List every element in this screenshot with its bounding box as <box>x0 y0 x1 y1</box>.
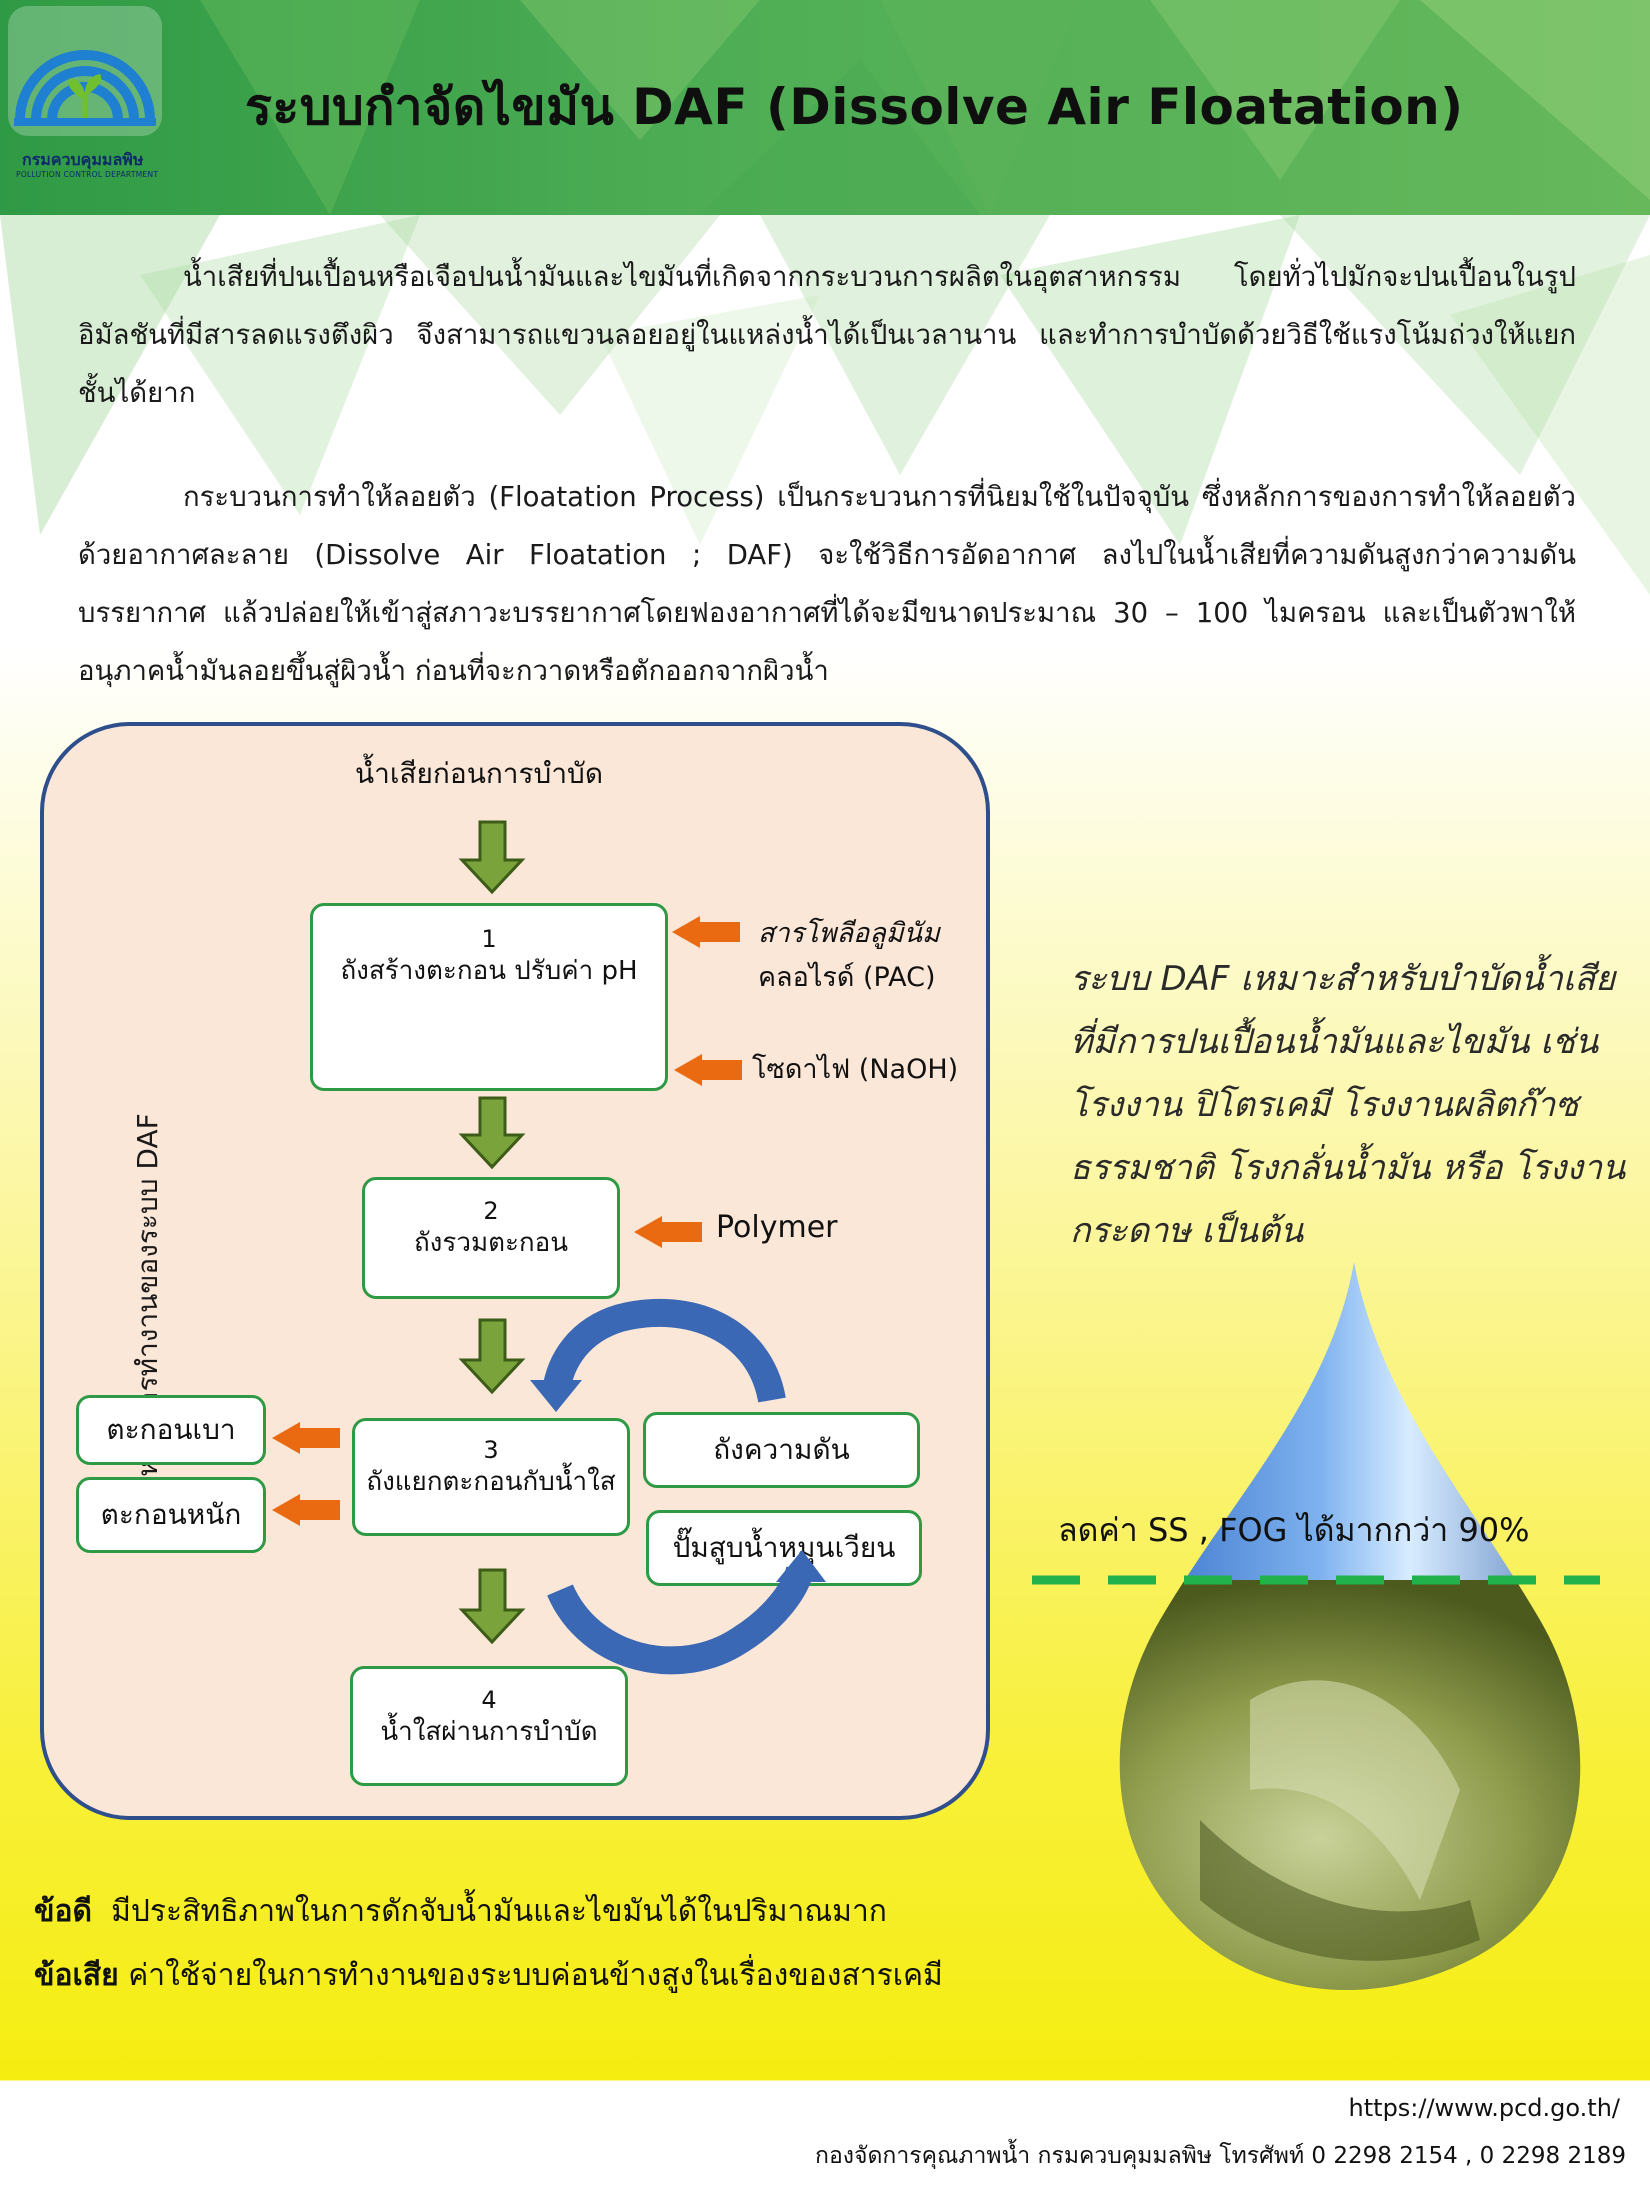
step-1-number: 1 <box>481 925 497 953</box>
logo-subtext: POLLUTION CONTROL DEPARTMENT <box>16 170 159 179</box>
disadvantage-label: ข้อเสีย <box>34 1958 119 1993</box>
step-3-number: 3 <box>483 1436 499 1464</box>
chemical-pac-line1: สารโพลีอลูมินัม <box>758 918 940 949</box>
step-4-box: 4 น้ำใสผ่านการบำบัด <box>350 1666 628 1786</box>
header-banner: กรมควบคุมมลพิษ POLLUTION CONTROL DEPARTM… <box>0 0 1650 215</box>
footer-url-link[interactable]: https://www.pcd.go.th/ <box>1348 2094 1620 2122</box>
intro-paragraph-1-text: น้ำเสียที่ปนเปื้อนหรือเจือปนน้ำมันและไขม… <box>78 261 1576 409</box>
step-3-box: 3 ถังแยกตะกอนกับน้ำใส <box>352 1418 630 1536</box>
light-sludge-box: ตะกอนเบา <box>76 1395 266 1465</box>
chemical-pac: สารโพลีอลูมินัม คลอไรด์ (PAC) <box>758 912 940 1000</box>
step-1-label: ถังสร้างตะกอน ปรับค่า pH <box>340 956 638 986</box>
pcd-logo-icon <box>8 6 162 136</box>
chemical-polymer: Polymer <box>716 1210 838 1245</box>
intro-paragraph-1: น้ำเสียที่ปนเปื้อนหรือเจือปนน้ำมันและไขม… <box>78 248 1576 422</box>
side-note: ระบบ DAF เหมาะสำหรับบำบัดน้ำเสียที่มีการ… <box>1070 959 1626 1251</box>
step-3-label: ถังแยกตะกอนกับน้ำใส <box>366 1467 616 1497</box>
step-4-label: น้ำใสผ่านการบำบัด <box>380 1717 598 1747</box>
step-1-box: 1 ถังสร้างตะกอน ปรับค่า pH <box>310 903 668 1091</box>
advantage-label: ข้อดี <box>34 1894 93 1929</box>
intro-paragraph-2-text: กระบวนการทำให้ลอยตัว (Floatation Process… <box>78 481 1576 687</box>
step-2-label: ถังรวมตะกอน <box>413 1228 569 1258</box>
step-2-box: 2 ถังรวมตะกอน <box>362 1177 620 1299</box>
water-drop-icon <box>1119 1262 1581 1990</box>
advantage-text: มีประสิทธิภาพในการดักจับน้ำมันและไขมันได… <box>111 1894 887 1929</box>
logo-text: กรมควบคุมมลพิษ <box>22 150 144 169</box>
background-triangles <box>0 215 1650 595</box>
chemical-pac-line2: คลอไรด์ (PAC) <box>758 962 936 993</box>
advantage-line: ข้อดี มีประสิทธิภาพในการดักจับน้ำมันและไ… <box>34 1888 887 1935</box>
chemical-naoh: โซดาไฟ (NaOH) <box>752 1054 959 1085</box>
heavy-sludge-box: ตะกอนหนัก <box>76 1477 266 1553</box>
input-label: น้ำเสียก่อนการบำบัด <box>355 757 604 790</box>
disadvantage-text: ค่าใช้จ่ายในการทำงานของระบบค่อนข้างสูงใน… <box>128 1958 943 1993</box>
disadvantage-line: ข้อเสีย ค่าใช้จ่ายในการทำงานของระบบค่อนข… <box>34 1952 943 1999</box>
intro-paragraph-2: กระบวนการทำให้ลอยตัว (Floatation Process… <box>78 468 1576 700</box>
drop-reduction-label: ลดค่า SS , FOG ได้มากกว่า 90% <box>1058 1511 1530 1549</box>
recirculation-pump-box: ปั๊มสูบน้ำหมุนเวียน <box>646 1510 922 1586</box>
pressure-tank-box: ถังความดัน <box>643 1412 920 1488</box>
page-title: ระบบกำจัดไขมัน DAF (Dissolve Air Floatat… <box>245 78 1464 136</box>
footer-department: กองจัดการคุณภาพน้ำ กรมควบคุมมลพิษ โทรศัพ… <box>815 2143 1626 2169</box>
step-2-number: 2 <box>483 1197 499 1225</box>
header-triangles <box>200 0 1650 215</box>
step-4-number: 4 <box>481 1686 497 1714</box>
